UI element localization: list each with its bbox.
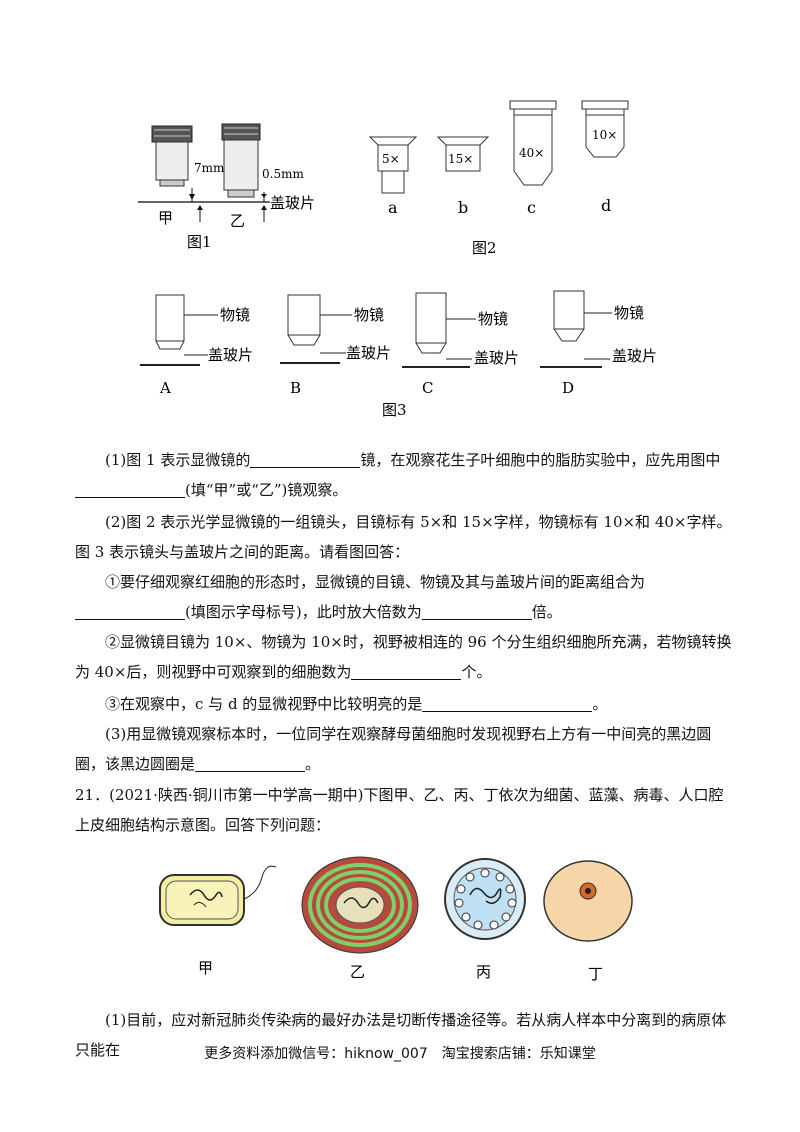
lens-d-mark: 10× bbox=[592, 128, 617, 142]
lens-b: 15× b bbox=[436, 136, 490, 217]
cyanobacterium-illustration: 乙 bbox=[301, 856, 419, 981]
letter-C: C bbox=[422, 379, 433, 397]
slide-label-B: 盖玻片 bbox=[346, 344, 391, 362]
lens-c: 40× c bbox=[509, 100, 557, 217]
q20-part2-sub2: ②显微镜目镜为 10×、物镜为 10×时，视野被相连的 96 个分生组织细胞所充… bbox=[75, 633, 732, 681]
q20-part3: (3)用显微镜观察标本时，一位同学在观察酵母菌细胞时发现视野右上方有一中间亮的黑… bbox=[75, 725, 712, 773]
setup-B: 物镜 盖玻片 B bbox=[280, 294, 391, 397]
dist-right-label: 0.5mm bbox=[262, 167, 304, 181]
slide-label-C: 盖玻片 bbox=[474, 349, 519, 367]
q20-part2: (2)图 2 表示光学显微镜的一组镜头，目镜标有 5×和 15×字样，物镜标有 … bbox=[75, 513, 732, 561]
lens-a-mark: 5× bbox=[382, 152, 400, 166]
figure-2: 5× a 15× b 40× c 10× d 图2 bbox=[368, 100, 629, 257]
lens-a: 5× a bbox=[368, 136, 418, 217]
epithelial-cell-illustration: 丁 bbox=[543, 860, 633, 983]
lens-d-letter: d bbox=[601, 196, 611, 215]
letter-D: D bbox=[562, 379, 574, 397]
obj-right-label: 乙 bbox=[230, 212, 245, 230]
lens-d: 10× d bbox=[581, 100, 629, 215]
letter-B: B bbox=[290, 379, 301, 397]
q20-part1: (1)图 1 表示显微镜的镜，在观察花生子叶细胞中的脂肪实验中，应先用图中 (填… bbox=[75, 445, 735, 505]
lens-b-letter: b bbox=[458, 198, 468, 217]
objective-label-D: 物镜 bbox=[614, 304, 644, 322]
setup-C: 物镜 盖玻片 C bbox=[402, 292, 519, 397]
answer-blank-7[interactable] bbox=[195, 755, 306, 772]
objective-label-C: 物镜 bbox=[478, 310, 508, 328]
label-bing: 丙 bbox=[476, 963, 491, 981]
answer-blank-6[interactable] bbox=[422, 695, 593, 712]
q21-intro: 21．(2021·陕西·铜川市第一中学高一期中)下图甲、乙、丙、丁依次为细菌、蓝… bbox=[75, 786, 724, 834]
figure-3: 物镜 盖玻片 A 物镜 盖玻片 B 物镜 盖玻片 C 物镜 盖玻片 D 图3 bbox=[140, 290, 657, 419]
lens-c-letter: c bbox=[527, 198, 536, 217]
q20-part2-sub3: ③在观察中，c 与 d 的显微视野中比较明亮的是。 bbox=[105, 695, 608, 713]
fig3-caption: 图3 bbox=[382, 401, 407, 419]
objective-yi bbox=[221, 123, 261, 198]
slide-label: 盖玻片 bbox=[270, 194, 315, 212]
setup-A: 物镜 盖玻片 A bbox=[140, 294, 253, 397]
setup-D: 物镜 盖玻片 D bbox=[540, 290, 657, 397]
answer-blank-3[interactable] bbox=[75, 603, 185, 620]
letter-A: A bbox=[159, 379, 171, 397]
slide-label-A: 盖玻片 bbox=[208, 346, 253, 364]
objective-label-A: 物镜 bbox=[220, 306, 250, 324]
fig2-caption: 图2 bbox=[472, 239, 497, 257]
bacterium-illustration: 甲 bbox=[159, 865, 277, 977]
objective-jia bbox=[151, 125, 193, 187]
lens-c-mark: 40× bbox=[519, 146, 544, 160]
answer-blank-5[interactable] bbox=[351, 663, 462, 680]
label-jia: 甲 bbox=[198, 959, 213, 977]
lens-b-mark: 15× bbox=[448, 152, 473, 166]
lens-a-letter: a bbox=[388, 198, 398, 217]
obj-left-label: 甲 bbox=[158, 209, 173, 227]
label-ding: 丁 bbox=[588, 965, 603, 983]
footer-note: 更多资料添加微信号：hiknow_007 淘宝搜索店铺：乐知课堂 bbox=[204, 1046, 596, 1062]
answer-blank-4[interactable] bbox=[421, 603, 532, 620]
figure-cells: 甲 乙 丙 丁 bbox=[159, 856, 633, 983]
answer-blank-2[interactable] bbox=[75, 481, 185, 498]
virus-illustration: 丙 bbox=[444, 858, 526, 981]
slide-label-D: 盖玻片 bbox=[612, 347, 657, 365]
q21-part1: (1)目前，应对新冠肺炎传染病的最好办法是切断传播途径等。若从病人样本中分离到的… bbox=[75, 1011, 727, 1059]
fig1-caption: 图1 bbox=[187, 233, 212, 251]
q20-part2-sub1: ①要仔细观察红细胞的形态时，显微镜的目镜、物镜及其与盖玻片间的距离组合为 (填图… bbox=[75, 567, 735, 627]
dist-left-label: 7mm bbox=[194, 161, 225, 175]
figure-1: 7mm 0.5mm 盖玻片 甲 乙 图1 bbox=[138, 123, 315, 251]
answer-blank-1[interactable] bbox=[250, 451, 361, 468]
label-yi: 乙 bbox=[350, 963, 365, 981]
objective-label-B: 物镜 bbox=[354, 306, 384, 324]
